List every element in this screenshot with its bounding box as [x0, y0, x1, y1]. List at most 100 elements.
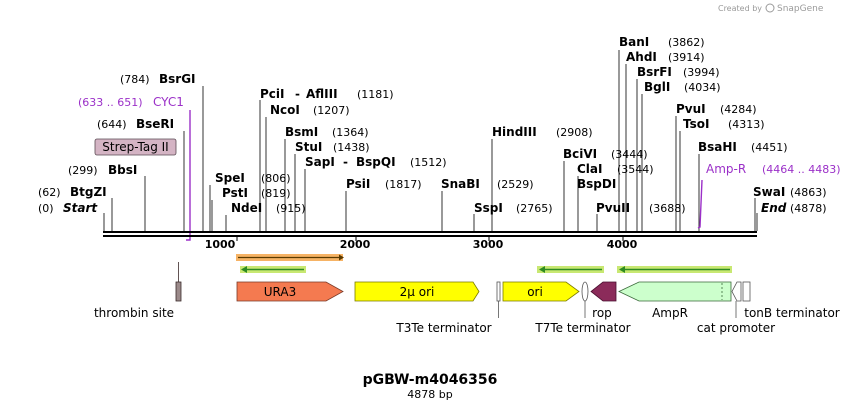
credit-prefix: Created by	[718, 4, 762, 13]
svg-text:(1364): (1364)	[332, 126, 369, 139]
features: thrombin site URA3 2µ ori T3Te terminato…	[94, 262, 840, 335]
svg-text:PvuI: PvuI	[676, 102, 706, 116]
svg-text:SpeI: SpeI	[215, 171, 245, 185]
svg-text:PstI: PstI	[222, 186, 248, 200]
tick-label: 1000	[205, 238, 236, 251]
svg-text:NdeI: NdeI	[231, 201, 262, 215]
site-pcii-afliii[interactable]: PciI - AflIII (1181)	[260, 87, 394, 101]
svg-text:(806): (806)	[261, 172, 291, 185]
site-bsahi[interactable]: BsaHI (4451)	[698, 140, 788, 154]
site-bbsi[interactable]: (299) BbsI	[68, 163, 137, 177]
site-tsoi[interactable]: TsoI (4313)	[683, 117, 765, 131]
svg-text:BsmI: BsmI	[285, 125, 318, 139]
svg-text:(4313): (4313)	[728, 118, 765, 131]
tick-label: 2000	[340, 238, 371, 251]
svg-text:AhdI: AhdI	[626, 50, 657, 64]
plasmid-name: pGBW-m4046356	[363, 372, 498, 388]
site-ahdi[interactable]: AhdI (3914)	[626, 50, 705, 64]
svg-text:(3544): (3544)	[617, 163, 654, 176]
site-pvui[interactable]: PvuI (4284)	[676, 102, 757, 116]
site-ndei[interactable]: NdeI (915)	[231, 201, 306, 215]
site-pvuii[interactable]: PvuII (3688)	[596, 201, 686, 215]
svg-text:(633 .. 651): (633 .. 651)	[78, 96, 143, 109]
feature-t7te-terminator[interactable]: T7Te terminator	[534, 281, 631, 335]
site-bgli[interactable]: BglI (4034)	[644, 80, 721, 94]
svg-text:SnaBI: SnaBI	[441, 177, 480, 191]
svg-text:BanI: BanI	[619, 35, 649, 49]
feature-thrombin-site[interactable]: thrombin site	[94, 262, 182, 320]
feature-2mu-ori[interactable]: 2µ ori	[354, 281, 480, 302]
svg-text:(299): (299)	[68, 164, 98, 177]
svg-text:(3444): (3444)	[611, 148, 648, 161]
site-btgzi[interactable]: (62) BtgZI	[38, 185, 107, 199]
site-sspi[interactable]: SspI (2765)	[474, 201, 553, 215]
svg-text:BtgZI: BtgZI	[70, 185, 107, 199]
svg-text:(2529): (2529)	[497, 178, 534, 191]
feature-label: ori	[527, 285, 543, 299]
site-psti[interactable]: PstI (819)	[222, 186, 291, 200]
feature-t3te-terminator[interactable]: T3Te terminator	[395, 281, 501, 335]
site-bspdi[interactable]: BspDI	[577, 177, 616, 191]
feature-cat-promoter[interactable]: cat promoter	[697, 281, 775, 335]
svg-text:ClaI: ClaI	[577, 162, 602, 176]
orf-ura3-selected[interactable]	[236, 254, 344, 261]
site-clai[interactable]: ClaI (3544)	[577, 162, 654, 176]
feature-ampr[interactable]: AmpR	[618, 281, 732, 320]
site-bseri[interactable]: (644) BseRI	[97, 117, 174, 131]
feature-rop[interactable]: rop	[590, 281, 617, 320]
svg-text:(62): (62)	[38, 186, 61, 199]
primer-cyc1[interactable]: (633 .. 651) CYC1	[78, 95, 184, 109]
svg-text:BseRI: BseRI	[136, 117, 174, 131]
axis-ticks: 1000 2000 3000 4000	[205, 238, 638, 251]
svg-text:SwaI: SwaI	[753, 185, 785, 199]
svg-text:(1438): (1438)	[333, 141, 370, 154]
svg-text:(3914): (3914)	[668, 51, 705, 64]
svg-text:(1207): (1207)	[313, 104, 350, 117]
strep-tag-ii[interactable]: Strep-Tag II	[94, 138, 177, 156]
feature-ori[interactable]: ori	[502, 281, 580, 302]
svg-text:SspI: SspI	[474, 201, 503, 215]
svg-text:(915): (915)	[276, 202, 306, 215]
tag-label: Strep-Tag II	[102, 140, 168, 154]
site-swai[interactable]: SwaI (4863)	[753, 185, 827, 199]
svg-text:PsiI: PsiI	[346, 177, 370, 191]
orf-ura3-reverse[interactable]	[240, 266, 306, 273]
site-snabi[interactable]: SnaBI (2529)	[441, 177, 534, 191]
site-bsrfi[interactable]: BsrFI (3994)	[637, 65, 720, 79]
svg-text:BbsI: BbsI	[108, 163, 137, 177]
feature-ura3[interactable]: URA3	[236, 281, 344, 302]
primer-ampr[interactable]: Amp-R (4464 .. 4483)	[706, 162, 841, 176]
feature-label: URA3	[264, 285, 296, 299]
feature-tonb-terminator[interactable]: tonB terminator	[742, 281, 840, 320]
snapgene-credit: Created by SnapGene	[718, 3, 824, 14]
site-stui[interactable]: StuI (1438)	[295, 140, 370, 154]
site-end[interactable]: End (4878)	[761, 201, 827, 215]
svg-text:(2765): (2765)	[516, 202, 553, 215]
svg-text:PciI: PciI	[260, 87, 285, 101]
site-bsmi[interactable]: BsmI (1364)	[285, 125, 369, 139]
site-psii[interactable]: PsiI (1817)	[346, 177, 422, 191]
svg-text:(1181): (1181)	[357, 88, 394, 101]
svg-text:BspDI: BspDI	[577, 177, 616, 191]
site-start[interactable]: (0) Start	[38, 201, 98, 215]
site-ncoi[interactable]: NcoI (1207)	[270, 103, 350, 117]
primer-labels: (633 .. 651) CYC1 Amp-R (4464 .. 4483)	[78, 95, 841, 176]
restriction-sites: (0) Start (62) BtgZI (299) BbsI (644) Bs…	[38, 35, 827, 215]
feature-label: T3Te terminator	[395, 321, 491, 335]
site-sapi-bspqi[interactable]: SapI - BspQI (1512)	[305, 155, 447, 169]
svg-text:(3994): (3994)	[683, 66, 720, 79]
site-bani[interactable]: BanI (3862)	[619, 35, 705, 49]
svg-text:StuI: StuI	[295, 140, 322, 154]
svg-text:(1512): (1512)	[410, 156, 447, 169]
site-bsrgi[interactable]: (784) BsrGI	[120, 72, 196, 86]
orf-ampr-reverse[interactable]	[617, 266, 732, 273]
site-hindiii[interactable]: HindIII (2908)	[492, 125, 593, 139]
site-spei[interactable]: SpeI (806)	[215, 171, 291, 185]
orf-ori-reverse[interactable]	[537, 266, 604, 273]
primer-cyc1-marker	[186, 110, 191, 241]
svg-text:(819): (819)	[261, 187, 291, 200]
svg-text:(784): (784)	[120, 73, 150, 86]
site-bcivi[interactable]: BciVI (3444)	[563, 147, 648, 161]
svg-text:(3688): (3688)	[649, 202, 686, 215]
